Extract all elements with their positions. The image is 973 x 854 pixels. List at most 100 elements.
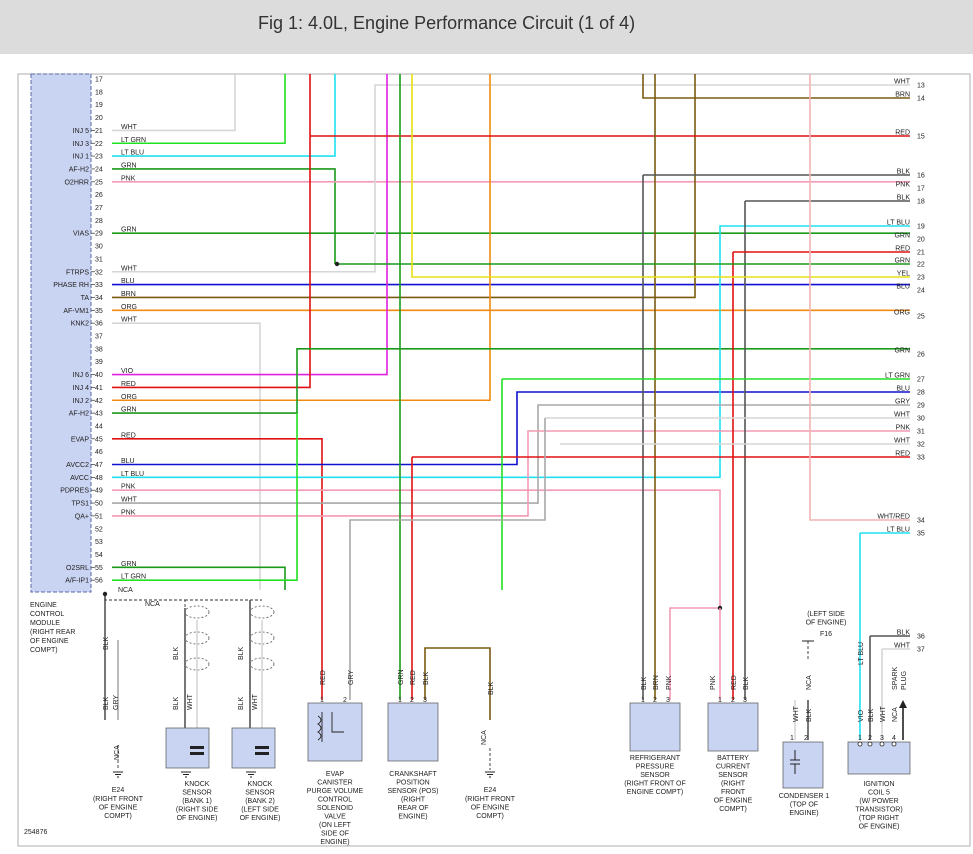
pin-wire-color: LT BLU [121,150,144,157]
figure-header: Fig 1: 4.0L, Engine Performance Circuit … [0,0,973,54]
pin-number: 2 [868,735,872,742]
ground-name: F16 [820,631,832,638]
ckp-desc-line: REAR OF [397,805,428,812]
coil-desc-line: (TOP RIGHT [859,815,900,822]
pin-name: O2HRR [64,179,89,186]
knock1-desc-line: KNOCK [185,781,210,788]
right-wire-number: 23 [917,275,925,282]
condenser-desc-line: ENGINE) [789,810,818,817]
wire-tps1 [112,404,910,504]
right-wire-color: LT BLU [887,220,910,227]
pin-number: 20 [95,115,103,122]
ground-name: E24 [484,787,497,794]
right-wire-number: 34 [917,518,925,525]
pin-number: 24 [95,166,103,173]
pin-number: 1 [790,735,794,742]
right-wire-number: 32 [917,442,925,449]
pin-number: 42 [95,398,103,405]
right-wire-color: BRN [895,92,910,99]
knock-element [255,746,269,749]
pin-wire-color: LT GRN [121,574,146,581]
pin-number: 49 [95,488,103,495]
ecm-box [30,73,92,593]
condenser-desc-line: (TOP OF [790,802,818,809]
pin-number: 46 [95,449,103,456]
pin-number: 27 [95,205,103,212]
pin-wire-color: WHT [121,265,138,272]
knock2-desc-line: OF ENGINE) [240,815,281,822]
solenoid-plunger-icon [331,712,344,733]
wire-label: WHT [880,705,887,722]
wire-ckp-shield [424,647,491,720]
pin-number: 43 [95,411,103,418]
pin-number: 31 [95,256,103,263]
pin-number: 2 [410,697,414,704]
pin-wire-color: GRN [121,162,137,169]
e24-mid-desc-line: COMPT) [476,813,504,820]
condenser-ground-desc-line: (LEFT SIDE [807,611,845,618]
right-wire-number: 27 [917,377,925,384]
coil-desc-line: TRANSISTOR) [855,807,902,814]
wire-23 [411,74,910,278]
pin-number: 33 [95,282,103,289]
ecm-label-line: OF ENGINE [30,638,69,645]
e24-left-desc-line: COMPT) [104,813,132,820]
wire-label: BLK [641,676,648,690]
ecm-label-line: ENGINE [30,602,57,609]
right-wire-color: YEL [897,271,910,278]
right-wire-color: WHT [894,412,911,419]
wire-layer [102,74,910,740]
pin-name: AF-H2 [69,411,89,418]
wire-qa [112,430,910,517]
ckp-desc-line: POSITION [396,780,429,787]
coil-desc-line: IGNITION [863,781,894,788]
pin-wire-color: WHT [121,124,138,131]
pin-wire-color: BLU [121,458,135,465]
capacitor-icon [790,750,800,774]
condenser-ground-desc-line: OF ENGINE) [806,620,847,627]
wire-34 [809,74,910,521]
pin-wire-color: ORG [121,304,137,311]
battery-desc-line: CURRENT [716,764,751,771]
pin-name: INJ 5 [73,128,89,135]
right-wire-color: BLK [897,169,911,176]
right-wire-number: 15 [917,134,925,141]
pin-number: 41 [95,385,103,392]
pin-number: 29 [95,231,103,238]
pin-number: 2 [653,697,657,704]
pin-number: 21 [95,128,103,135]
right-wire-number: 25 [917,314,925,321]
right-wire-number: 17 [917,186,925,193]
wire-inj3 [112,74,286,145]
right-wire-number: 16 [917,173,925,180]
refrig-desc-line: (RIGHT FRONT OF [624,781,686,788]
pin-number: 48 [95,475,103,482]
pin-wire-color: WHT [121,497,138,504]
right-wire-color: WHT [894,438,911,445]
coil-desc-line: OF ENGINE) [859,824,900,831]
knock2-desc-line: (LEFT SIDE [241,807,279,814]
pin-number: 35 [95,308,103,315]
right-wire-color: RED [895,246,910,253]
knock1-desc-line: (BANK 1) [182,798,212,805]
pin-number: 2 [731,697,735,704]
pin-number: 28 [95,218,103,225]
pin-wire-color: WHT [121,317,138,324]
crankshaft-sensor-box [387,702,439,762]
refrig-desc-line: PRESSURE [636,764,675,771]
refrig-desc-line: ENGINE COMPT) [627,789,683,796]
wire-label: NCA [806,675,813,690]
battery-desc-line: COMPT) [719,806,747,813]
battery-desc-line: SENSOR [718,772,748,779]
right-wire-number: 37 [917,647,925,654]
pin-name: TA [81,295,90,302]
battery-desc-line: FRONT [721,789,746,796]
pin-name: INJ 3 [73,141,89,148]
knock-element [190,752,204,755]
right-wire-color: BLK [897,630,911,637]
figure-id: 254876 [24,829,47,836]
e24-mid-desc-line: OF ENGINE [471,805,510,812]
pin-number: 56 [95,578,103,585]
